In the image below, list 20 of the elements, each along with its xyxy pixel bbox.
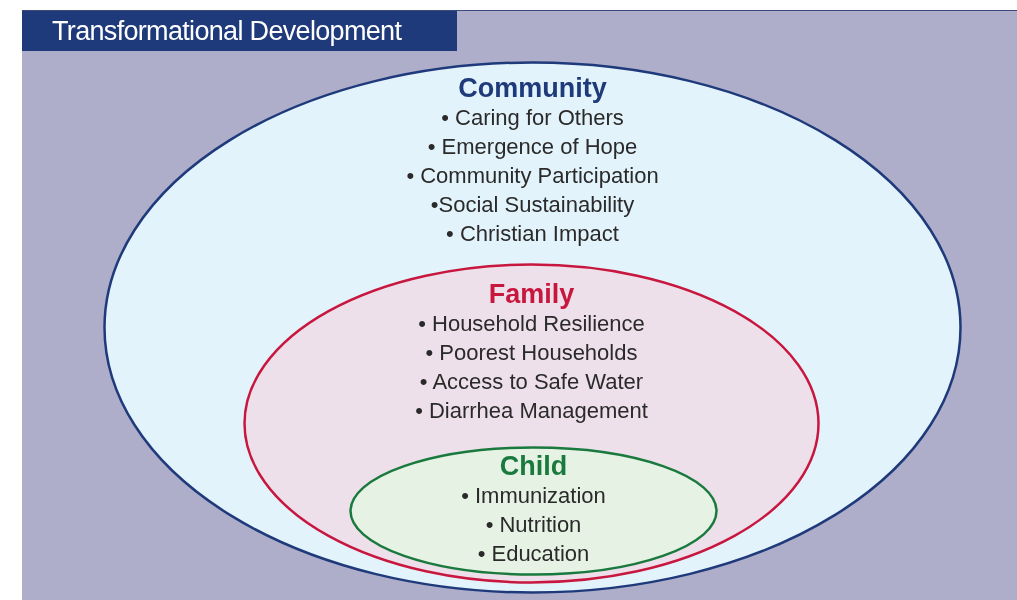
title-tab: Transformational Development	[22, 11, 457, 51]
bullet-item: • Household Resilience	[418, 310, 645, 338]
bullet-item: •Social Sustainability	[430, 191, 635, 219]
ellipse-region	[349, 446, 718, 576]
ellipse-region	[103, 61, 962, 594]
bullet-item: • Nutrition	[485, 511, 582, 539]
bullet-item: • Diarrhea Management	[415, 397, 648, 425]
region-heading: Child	[499, 451, 568, 481]
ellipse-region	[243, 263, 820, 584]
bullet-item: • Poorest Households	[425, 339, 638, 367]
panel-background	[22, 10, 1017, 600]
bullet-item: • Caring for Others	[441, 104, 624, 132]
bullet-item: • Immunization	[461, 482, 606, 510]
bullet-item: • Christian Impact	[446, 220, 619, 248]
region-heading: Community	[458, 73, 607, 103]
bullet-item: • Education	[477, 540, 590, 568]
bullet-item: • Community Participation	[406, 162, 659, 190]
bullet-item: • Access to Safe Water	[419, 368, 644, 396]
region-heading: Family	[488, 279, 575, 309]
bullet-item: • Emergence of Hope	[427, 133, 638, 161]
